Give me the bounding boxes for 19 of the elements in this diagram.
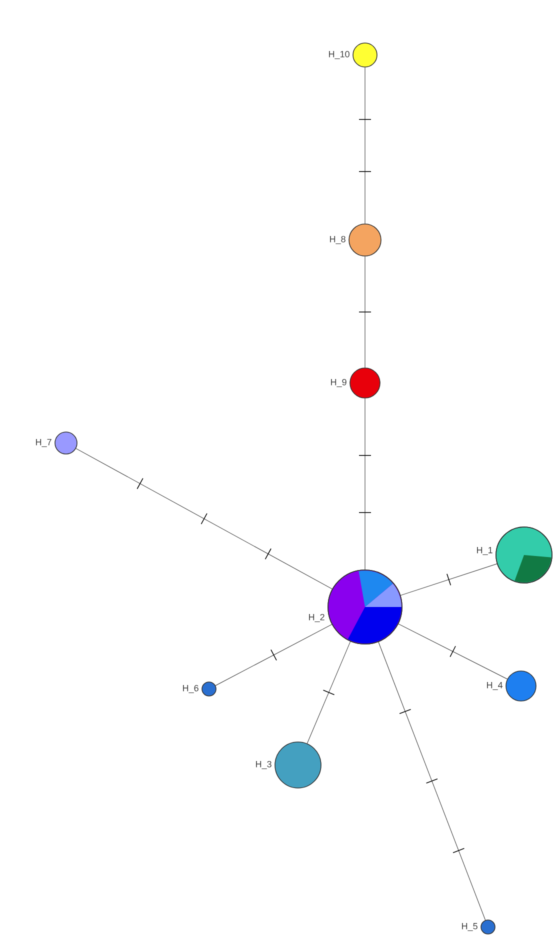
branch-line bbox=[358, 256, 372, 368]
node-label: H_9 bbox=[331, 378, 346, 388]
node-label: H_3 bbox=[256, 760, 272, 770]
branch-line bbox=[398, 624, 508, 680]
node-label: H_6 bbox=[183, 684, 198, 694]
node-label: H_1 bbox=[477, 547, 492, 555]
node-label: H_4 bbox=[487, 682, 503, 690]
node-label: H_10 bbox=[329, 50, 350, 60]
branch-line bbox=[378, 642, 486, 920]
branch-line bbox=[306, 641, 351, 744]
node-label: H_2 bbox=[309, 614, 324, 622]
node-label: H_8 bbox=[330, 236, 346, 244]
branch-line bbox=[215, 624, 332, 686]
branch-line bbox=[76, 448, 333, 590]
node-label: H_5 bbox=[462, 923, 478, 931]
branch-line bbox=[400, 564, 498, 596]
branch-line bbox=[358, 398, 372, 570]
branch-line bbox=[358, 67, 372, 224]
node-label: H_7 bbox=[36, 439, 52, 447]
